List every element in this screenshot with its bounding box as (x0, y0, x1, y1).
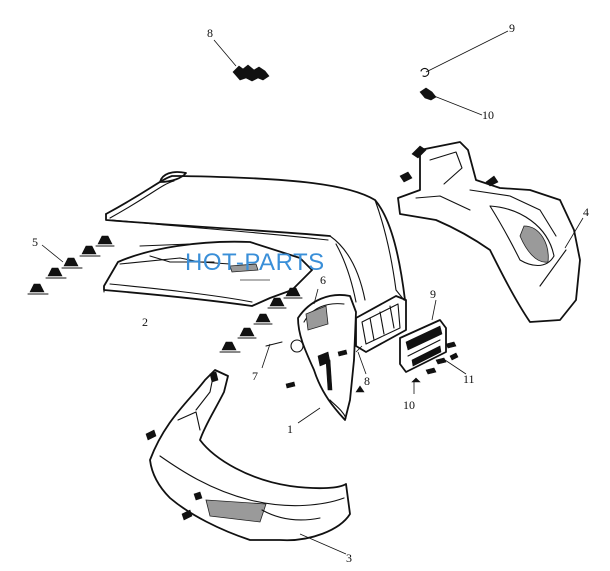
headlight-grille (355, 295, 407, 375)
callout-9-top: 9 (509, 21, 515, 35)
hot-parts-watermark: HOT-PARTS (185, 249, 325, 276)
part-3-lower-skid (145, 369, 351, 555)
callout-3: 3 (346, 551, 352, 565)
callout-8-top: 8 (207, 26, 213, 40)
callout-10-lower: 10 (403, 398, 415, 412)
callout-2: 2 (142, 315, 148, 329)
part-5-fasteners-left (27, 235, 115, 295)
part-9-headlight-bracket (399, 299, 467, 394)
callout-11: 11 (463, 372, 475, 386)
callout-10-top: 10 (482, 108, 494, 122)
callout-4: 4 (583, 205, 589, 219)
part-4-right-fender (397, 141, 584, 323)
callout-5: 5 (32, 235, 38, 249)
callout-1: 1 (287, 422, 293, 436)
part-1-inner-panel (285, 288, 365, 424)
part-8-clip-top (213, 39, 270, 82)
callout-9-lower: 9 (430, 287, 436, 301)
part-9-10-small-clips (419, 30, 509, 116)
callout-8-lower: 8 (364, 374, 370, 388)
callout-6: 6 (320, 273, 326, 287)
callout-7: 7 (252, 369, 258, 383)
upper-hood-panel (105, 171, 406, 303)
part-7-fasteners (219, 287, 303, 369)
